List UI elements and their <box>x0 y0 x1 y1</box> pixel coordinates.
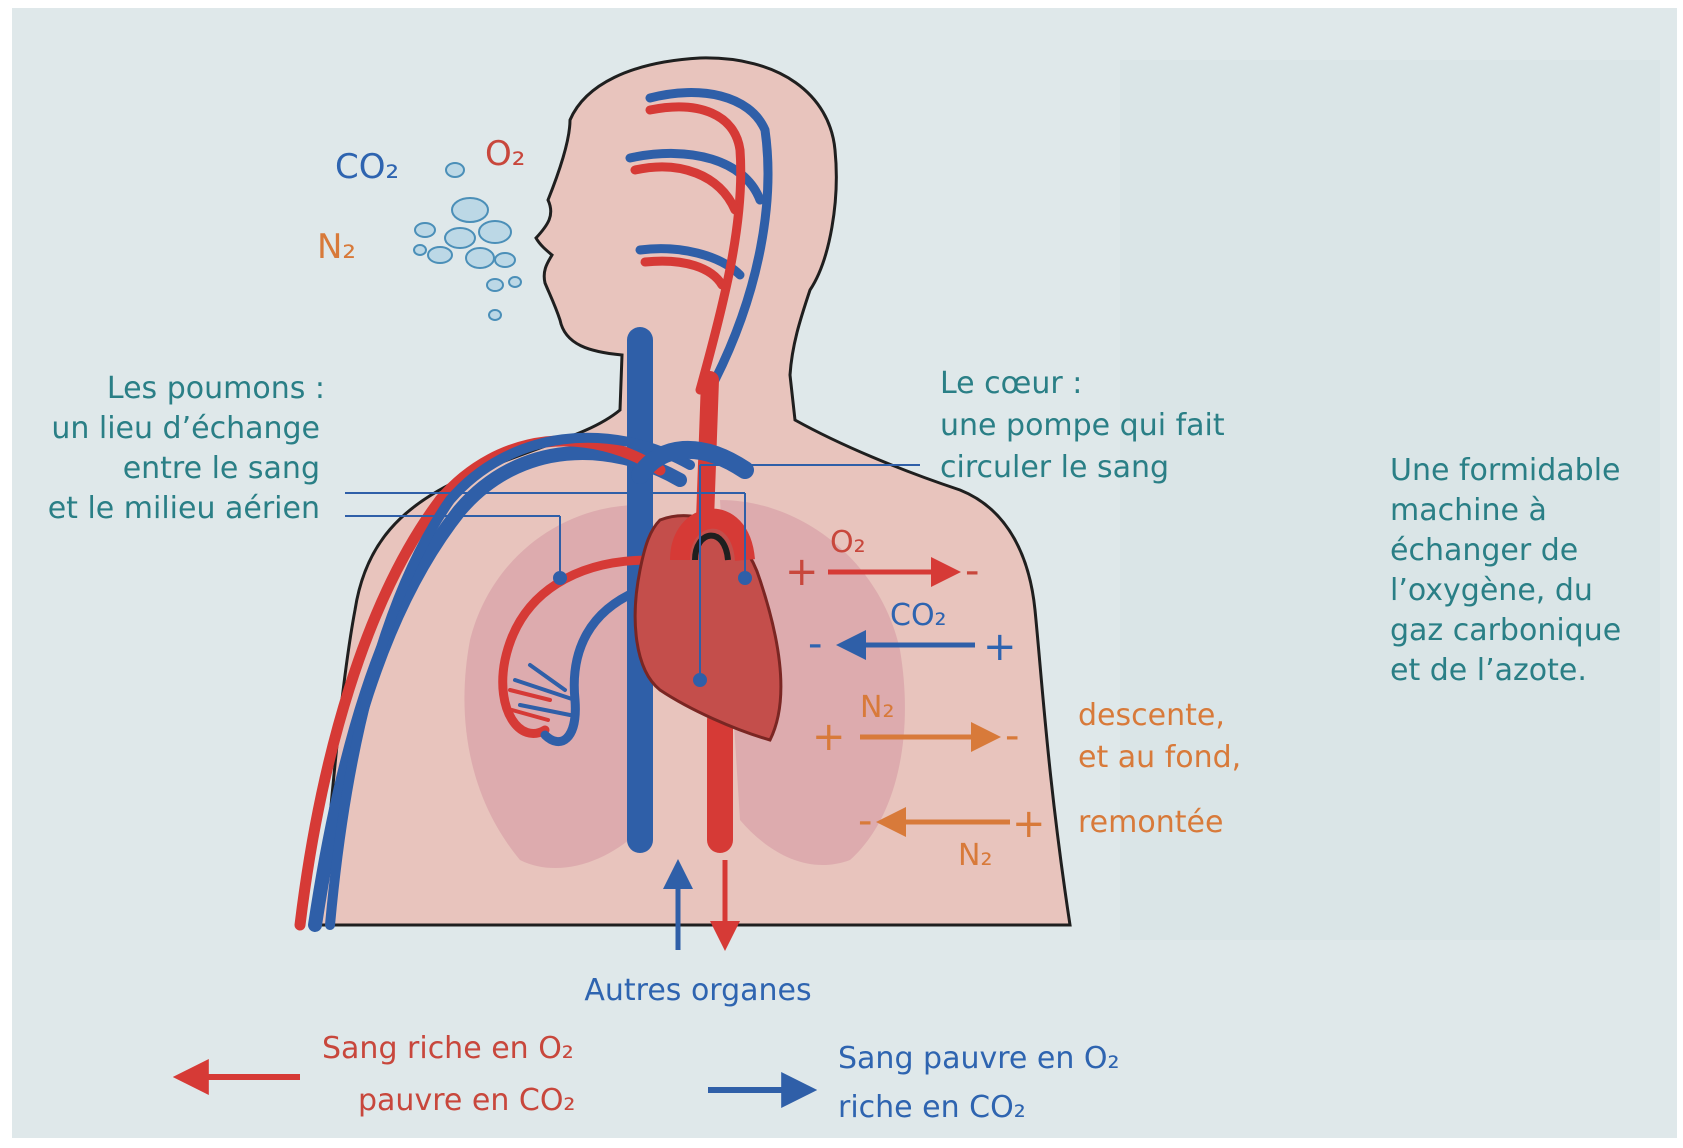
machine-caption-line: et de l’azote. <box>1390 653 1587 688</box>
heart-label-line: circuler le sang <box>940 450 1169 485</box>
o2-minus-sign: - <box>965 548 979 594</box>
lungs-label-line: Les poumons : <box>107 371 325 406</box>
ascent-label: remontée <box>1078 805 1223 840</box>
machine-caption-line: Une formidable <box>1390 453 1621 488</box>
lungs-label-line: un lieu d’échange <box>51 411 320 446</box>
n2-ascent-label: N₂ <box>958 838 992 873</box>
co2-exchange-label: CO₂ <box>890 598 947 633</box>
n2-descent-plus-sign: + <box>812 714 846 760</box>
machine-caption-line: l’oxygène, du <box>1390 573 1593 608</box>
heart-label-line: une pompe qui fait <box>940 408 1225 443</box>
co2-plus-sign: + <box>983 624 1017 670</box>
descent-label-line: descente, <box>1078 698 1225 733</box>
n2-bubble-label: N₂ <box>317 227 356 267</box>
legend-red-line2: pauvre en CO₂ <box>358 1083 575 1118</box>
n2-descent-minus-sign: - <box>1005 713 1019 759</box>
legend-red-line1: Sang riche en O₂ <box>322 1031 574 1066</box>
o2-plus-sign: + <box>785 549 819 595</box>
n2-ascent-plus-sign: + <box>1012 801 1046 847</box>
co2-minus-sign: - <box>808 621 822 667</box>
heart-label-line: Le cœur : <box>940 366 1082 401</box>
o2-exchange-label: O₂ <box>830 525 866 560</box>
machine-caption-line: échanger de <box>1390 533 1578 568</box>
descent-label-line: et au fond, <box>1078 740 1241 775</box>
machine-caption-line: gaz carbonique <box>1390 613 1621 648</box>
legend-blue-line2: riche en CO₂ <box>838 1090 1026 1125</box>
n2-descent-label: N₂ <box>860 690 894 725</box>
o2-bubble-label: O₂ <box>485 134 525 174</box>
other-organs-label: Autres organes <box>584 973 811 1008</box>
n2-ascent-minus-sign: - <box>858 798 872 844</box>
co2-bubble-label: CO₂ <box>335 147 399 187</box>
machine-caption-line: machine à <box>1390 493 1547 528</box>
legend-blue-line1: Sang pauvre en O₂ <box>838 1041 1120 1076</box>
lungs-label-line: entre le sang <box>123 451 320 486</box>
lungs-label-line: et le milieu aérien <box>48 491 320 526</box>
